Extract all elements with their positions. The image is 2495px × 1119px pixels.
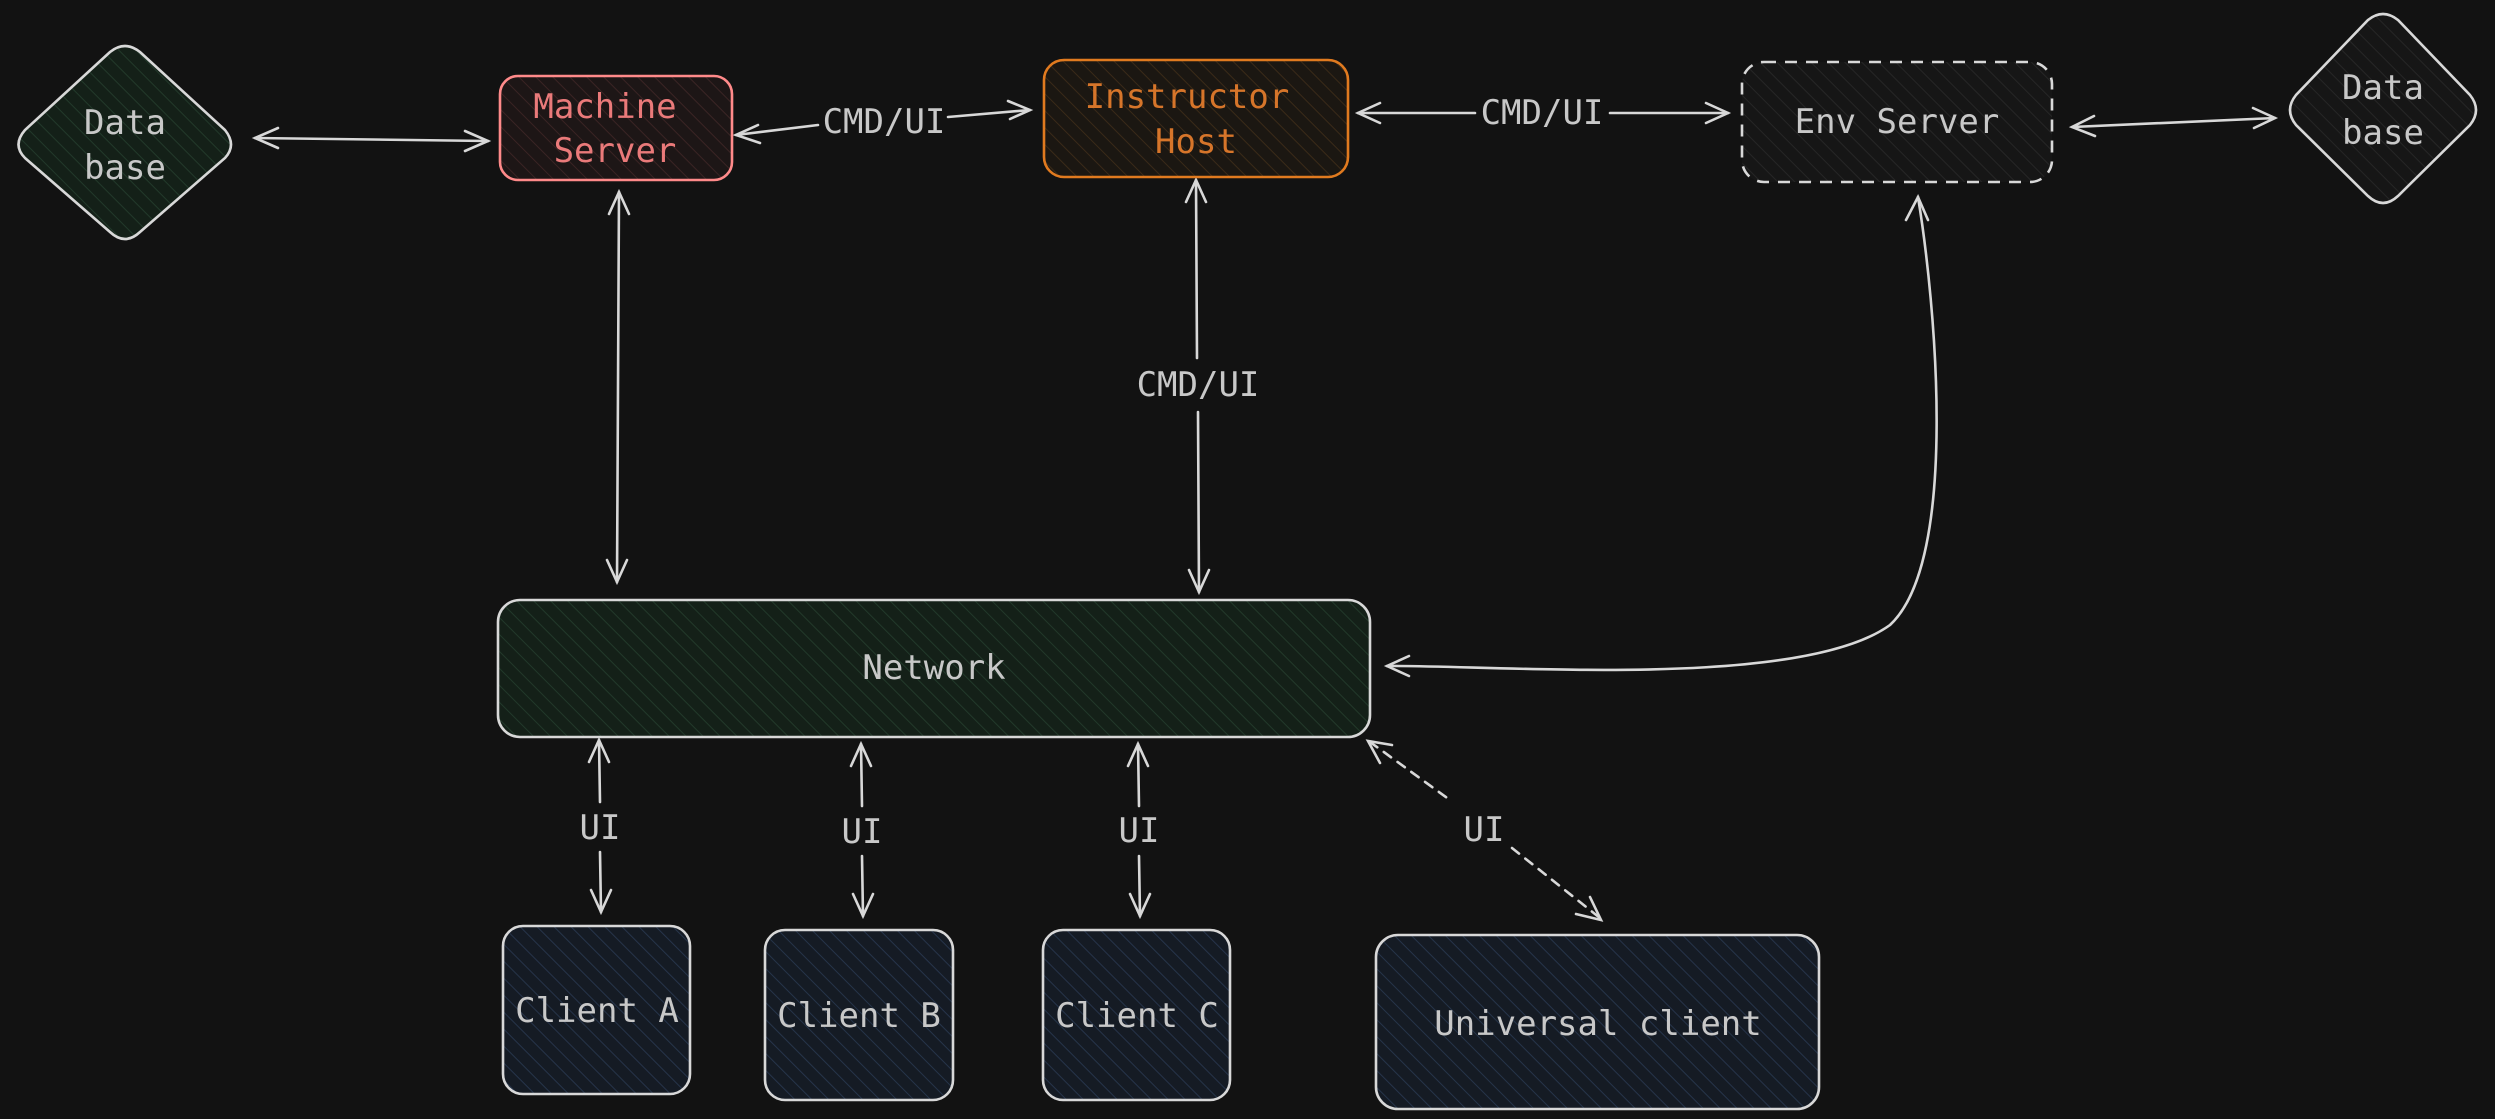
machine-server-node[interactable]: Machine Server	[498, 74, 734, 182]
client-c-node[interactable]: Client C	[1041, 928, 1232, 1102]
network-node[interactable]: Network	[496, 598, 1372, 739]
edge-machine-network	[605, 188, 631, 586]
database-left-label-line2: base	[84, 148, 166, 188]
edge-database-machine-server	[251, 126, 492, 153]
machine-server-label-line1: Machine	[533, 87, 676, 127]
edge-network-client-a: UI	[580, 736, 621, 916]
client-a-label: Client A	[515, 991, 679, 1031]
edge-env-database	[2068, 106, 2279, 138]
instructor-host-label-line1: Instructor	[1085, 77, 1290, 117]
edge-instructor-env: CMD/UI	[1354, 93, 1732, 133]
database-left-node[interactable]: Data base	[17, 44, 233, 241]
env-server-node[interactable]: Env Server	[1740, 60, 2054, 184]
client-b-node[interactable]: Client B	[763, 928, 955, 1102]
edge-network-client-c: UI	[1119, 740, 1160, 920]
network-label: Network	[862, 648, 1005, 688]
edge-network-universal-client: UI	[1365, 739, 1604, 922]
edge-instructor-network: CMD/UI	[1137, 176, 1260, 596]
database-left-label-line1: Data	[84, 103, 166, 143]
database-right-node[interactable]: Data base	[2288, 12, 2478, 205]
env-server-label: Env Server	[1795, 102, 2000, 142]
edge-label-client-b: UI	[842, 812, 883, 852]
universal-client-label: Universal client	[1434, 1004, 1762, 1044]
machine-server-label-line2: Server	[554, 131, 677, 171]
edge-network-client-b: UI	[842, 740, 883, 920]
edge-machine-instructor: CMD/UI	[732, 99, 1034, 145]
edge-label-instructor-network: CMD/UI	[1137, 365, 1260, 405]
universal-client-node[interactable]: Universal client	[1374, 933, 1821, 1111]
client-a-node[interactable]: Client A	[501, 924, 692, 1096]
edge-label-machine-instructor: CMD/UI	[823, 102, 946, 142]
edge-env-network	[1383, 193, 1938, 678]
client-c-label: Client C	[1055, 996, 1219, 1036]
edge-label-client-c: UI	[1119, 811, 1160, 851]
database-right-label-line1: Data	[2342, 68, 2424, 108]
client-b-label: Client B	[777, 996, 941, 1036]
database-right-label-line2: base	[2342, 113, 2424, 153]
edge-label-universal-client: UI	[1464, 810, 1505, 850]
edge-label-client-a: UI	[580, 808, 621, 848]
instructor-host-label-line2: Host	[1155, 122, 1237, 162]
edge-label-instructor-env: CMD/UI	[1481, 93, 1604, 133]
instructor-host-node[interactable]: Instructor Host	[1042, 58, 1350, 179]
